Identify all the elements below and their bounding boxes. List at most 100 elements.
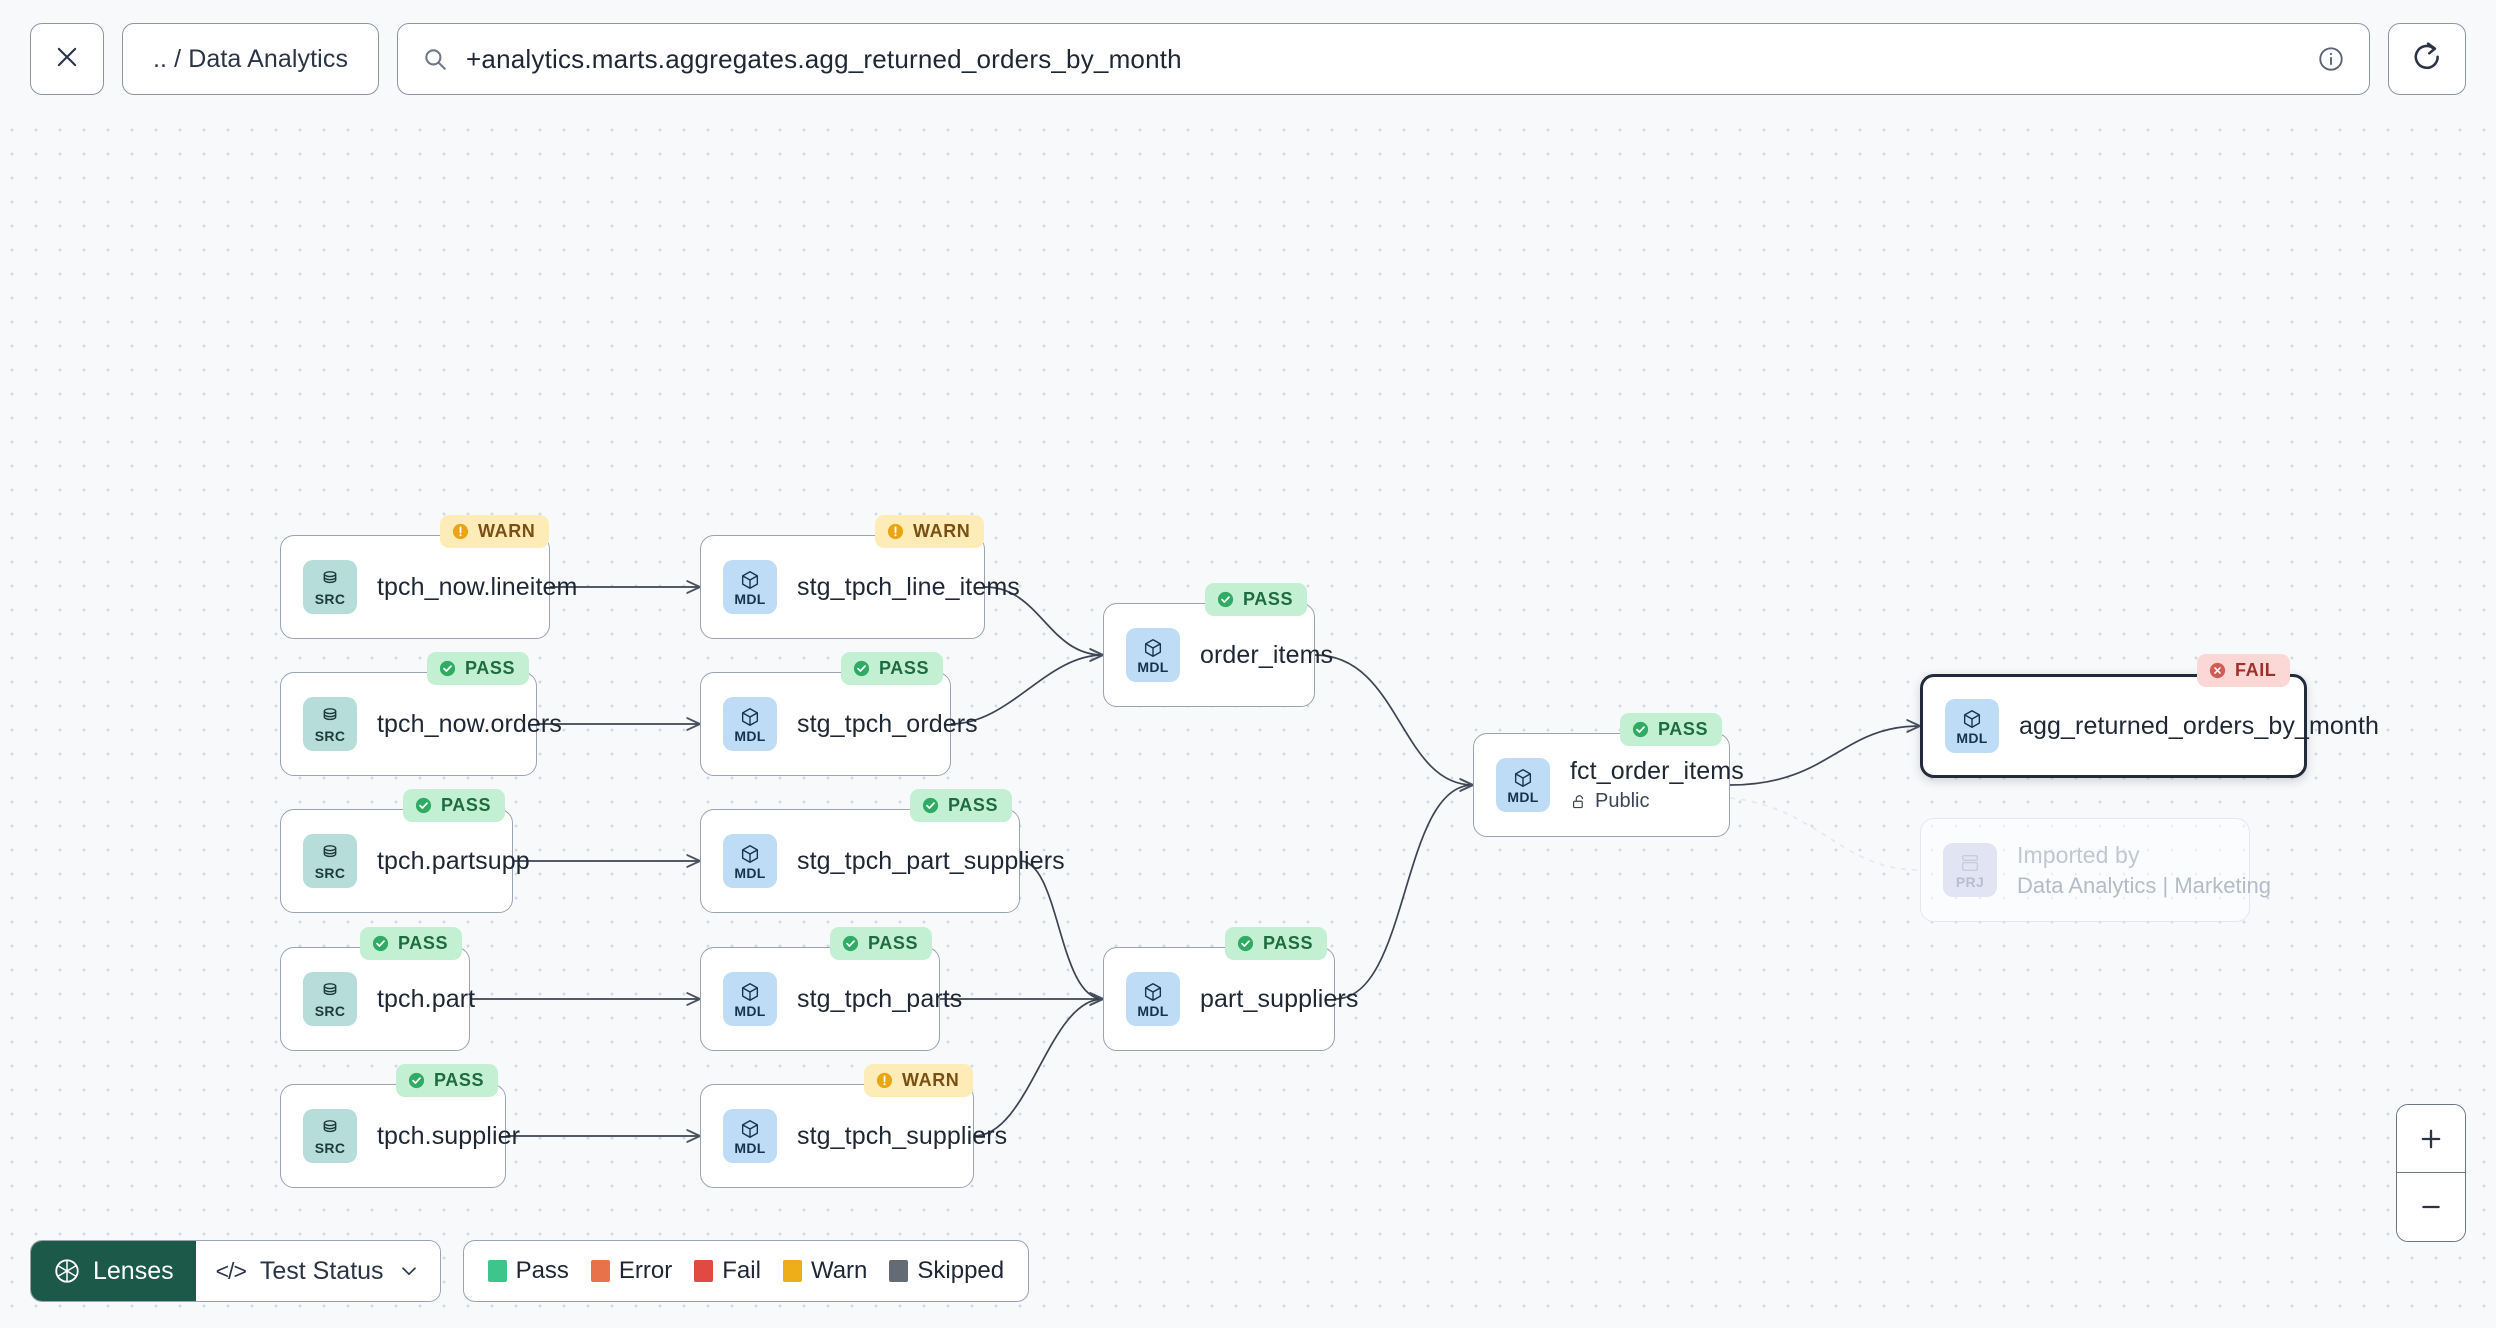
status-badge-pass[interactable]: PASS [396,1064,499,1097]
test-status-dropdown[interactable]: </> Test Status [195,1241,440,1301]
legend-label: Fail [722,1257,761,1284]
close-icon [53,43,81,76]
zoom-in-button[interactable] [2397,1105,2465,1173]
status-badge-warn[interactable]: WARN [440,515,550,548]
status-badge-pass[interactable]: PASS [1225,927,1328,960]
legend-item-error[interactable]: Error [590,1257,672,1285]
status-badge-pass[interactable]: PASS [830,927,933,960]
graph-node-stg_tpch_part_suppliers[interactable]: MDL stg_tpch_part_suppliers [700,809,1065,913]
legend-swatch-icon [694,1260,714,1282]
status-pass-icon [852,659,871,678]
legend-label: Skipped [917,1257,1005,1284]
node-title: tpch.partsupp [377,846,530,875]
lenses-label: Lenses [93,1256,174,1285]
legend-item-fail[interactable]: Fail [694,1257,761,1285]
legend-item-pass[interactable]: Pass [487,1257,569,1285]
search-icon [422,46,448,72]
mdl-type-icon: MDL [723,834,777,888]
graph-node-tpch_partsupp[interactable]: SRC tpch.partsupp [280,809,530,913]
status-pass-icon [438,659,457,678]
status-pass-icon [371,934,390,953]
status-pass-icon [921,796,940,815]
node-text-block: tpch.partsupp [377,846,530,876]
node-type-label: SRC [314,864,346,881]
src-type-icon: SRC [303,697,357,751]
mdl-type-icon: MDL [1126,628,1180,682]
node-title: fct_order_items [1570,757,1744,785]
breadcrumb[interactable]: .. / Data Analytics [122,23,380,95]
node-type-label: MDL [734,1002,766,1019]
status-badge-pass[interactable]: PASS [403,789,506,822]
bottom-toolbar: Lenses </> Test Status Pass Error Fail Warn… [30,1240,1030,1302]
graph-node-part_suppliers[interactable]: MDL part_suppliers [1103,947,1358,1051]
node-text-block: stg_tpch_parts [797,984,963,1014]
node-subtitle-label: Public [1595,790,1650,812]
status-badge-fail[interactable]: FAIL [2197,654,2291,687]
search-input[interactable]: +analytics.marts.aggregates.agg_returned… [466,43,1182,74]
status-badge-pass[interactable]: PASS [1620,713,1723,746]
node-type-label: MDL [1137,658,1169,675]
mdl-type-icon: MDL [723,972,777,1026]
chevron-down-icon [398,1260,420,1282]
src-type-icon: SRC [303,1109,357,1163]
src-type-icon: SRC [303,972,357,1026]
close-button[interactable] [30,23,104,95]
zoom-out-button[interactable] [2397,1173,2465,1241]
node-type-label: PRJ [1955,873,1985,890]
legend-item-skipped[interactable]: Skipped [889,1257,1004,1285]
node-text-block: part_suppliers [1200,985,1358,1014]
status-badge-pass[interactable]: PASS [427,652,530,685]
status-badge-label: PASS [465,658,516,678]
refresh-button[interactable] [2388,23,2466,95]
graph-node-stg_tpch_suppliers[interactable]: MDL stg_tpch_suppliers [700,1084,1007,1188]
legend-item-warn[interactable]: Warn [782,1257,867,1285]
status-badge-pass[interactable]: PASS [910,789,1013,822]
info-icon[interactable] [2317,45,2345,73]
legend-swatch-icon [889,1260,909,1282]
status-badge-pass[interactable]: PASS [841,652,944,685]
node-title: stg_tpch_line_items [797,572,1020,601]
node-type-label: MDL [734,864,766,881]
status-legend: Pass Error Fail Warn Skipped [462,1240,1030,1302]
status-warn-icon [875,1071,894,1090]
status-badge-label: PASS [434,1070,485,1090]
lineage-search-field[interactable]: +analytics.marts.aggregates.agg_returned… [397,23,2370,95]
node-type-label: MDL [1137,1002,1169,1019]
status-badge-label: PASS [441,795,492,815]
node-text-block: stg_tpch_suppliers [797,1122,1007,1151]
zoom-controls [2396,1104,2466,1242]
node-type-label: MDL [734,1139,766,1156]
status-badge-label: WARN [478,521,536,541]
status-badge-pass[interactable]: PASS [360,927,463,960]
node-title: stg_tpch_parts [797,984,963,1013]
node-type-label: SRC [314,1002,346,1019]
node-subtitle: Data Analytics | Marketing [2017,873,2271,899]
breadcrumb-label: .. / Data Analytics [153,44,349,73]
node-text-block: stg_tpch_part_suppliers [797,847,1065,876]
lenses-button[interactable]: Lenses [31,1241,196,1301]
legend-swatch-icon [782,1260,802,1282]
status-badge-label: PASS [868,933,919,953]
graph-node-stg_tpch_parts[interactable]: MDL stg_tpch_parts [700,947,963,1051]
graph-node-tpch_part[interactable]: SRC tpch.part [280,947,476,1051]
legend-label: Pass [515,1257,569,1284]
node-title: tpch.part [377,984,476,1013]
aperture-icon [53,1257,81,1285]
status-badge-warn[interactable]: WARN [875,515,985,548]
legend-swatch-icon [487,1260,507,1282]
node-type-label: MDL [1507,788,1539,805]
mdl-type-icon: MDL [1496,758,1550,812]
status-pass-icon [407,1071,426,1090]
prj-type-icon: PRJ [1943,843,1997,897]
status-badge-pass[interactable]: PASS [1205,583,1308,616]
status-badge-warn[interactable]: WARN [864,1064,974,1097]
